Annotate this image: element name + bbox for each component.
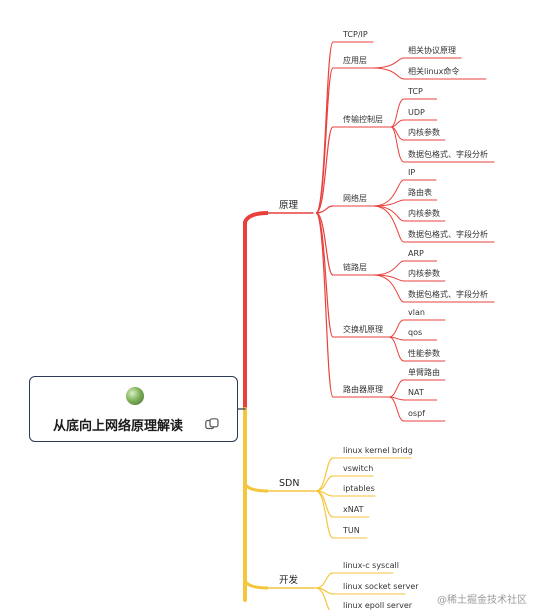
edge-leaf-yuanli-6-0 bbox=[388, 379, 405, 398]
node-yuanli-5[interactable]: 交换机原理 bbox=[343, 325, 383, 334]
connector-sdn bbox=[243, 482, 269, 493]
edge-leaf-yuanli-5-2 bbox=[388, 336, 405, 362]
edge-yuanli-3 bbox=[315, 205, 334, 214]
edge-yuanli-0 bbox=[315, 41, 334, 214]
node-sdn-0[interactable]: linux kernel bridg bbox=[343, 446, 413, 455]
edge-leaf-yuanli-2-0 bbox=[390, 98, 405, 128]
watermark: @稀土掘金技术社区 bbox=[437, 595, 527, 606]
leaf-yuanli-2-2[interactable]: 内核参数 bbox=[408, 128, 440, 137]
node-sdn-1[interactable]: vswitch bbox=[343, 464, 374, 473]
edge-sdn-3 bbox=[315, 490, 334, 518]
leaf-yuanli-1-0[interactable]: 相关协议原理 bbox=[408, 46, 456, 55]
edge-yuanli-2 bbox=[315, 126, 334, 214]
root-title: 从底向上网络原理解读 bbox=[53, 419, 184, 434]
branch-label-yuanli[interactable]: 原理 bbox=[279, 200, 299, 211]
edge-leaf-yuanli-3-0 bbox=[372, 179, 405, 207]
leaf-yuanli-2-1[interactable]: UDP bbox=[408, 108, 425, 117]
node-kaifa-1[interactable]: linux socket server bbox=[343, 582, 419, 591]
leaf-yuanli-2-0[interactable]: TCP bbox=[408, 87, 423, 96]
edge-leaf-yuanli-4-2 bbox=[372, 274, 405, 303]
leaf-yuanli-3-3[interactable]: 数据包格式、字段分析 bbox=[408, 230, 488, 239]
node-sdn-3[interactable]: xNAT bbox=[343, 505, 364, 514]
edge-leaf-yuanli-4-0 bbox=[372, 260, 405, 276]
leaf-yuanli-5-0[interactable]: vlan bbox=[408, 308, 425, 317]
edge-leaf-yuanli-5-0 bbox=[388, 319, 405, 338]
leaf-yuanli-6-0[interactable]: 单臂路由 bbox=[408, 368, 440, 377]
avatar bbox=[126, 387, 144, 405]
leaf-yuanli-5-2[interactable]: 性能参数 bbox=[408, 349, 440, 358]
branch-label-sdn[interactable]: SDN bbox=[279, 478, 300, 489]
branch-label-kaifa[interactable]: 开发 bbox=[279, 575, 299, 586]
leaf-yuanli-1-1[interactable]: 相关linux命令 bbox=[408, 67, 460, 76]
node-yuanli-1[interactable]: 应用层 bbox=[343, 56, 367, 65]
node-kaifa-0[interactable]: linux-c syscall bbox=[343, 561, 399, 570]
node-yuanli-2[interactable]: 传输控制层 bbox=[343, 115, 383, 124]
node-kaifa-2[interactable]: linux epoll server bbox=[343, 601, 413, 610]
leaf-yuanli-4-1[interactable]: 内核参数 bbox=[408, 269, 440, 278]
connector-principle bbox=[243, 211, 269, 224]
leaf-yuanli-2-3[interactable]: 数据包格式、字段分析 bbox=[408, 150, 488, 159]
leaf-yuanli-6-1[interactable]: NAT bbox=[408, 388, 424, 397]
leaf-yuanli-3-0[interactable]: IP bbox=[408, 168, 416, 177]
edge-leaf-yuanli-1-1 bbox=[372, 67, 405, 80]
edge-leaf-yuanli-1-0 bbox=[372, 57, 405, 69]
leaf-yuanli-5-1[interactable]: qos bbox=[408, 328, 423, 337]
root-node[interactable]: 从底向上网络原理解读 bbox=[29, 376, 238, 442]
leaf-yuanli-3-2[interactable]: 内核参数 bbox=[408, 209, 440, 218]
edge-leaf-yuanli-6-2 bbox=[388, 396, 405, 422]
connector-dev bbox=[243, 579, 269, 590]
edge-kaifa-2 bbox=[315, 587, 331, 610]
copy-icon[interactable] bbox=[205, 418, 219, 430]
edge-yuanli-1 bbox=[315, 67, 334, 214]
edge-leaf-yuanli-2-3 bbox=[390, 126, 405, 163]
edge-kaifa-0 bbox=[315, 572, 334, 589]
leaf-yuanli-6-2[interactable]: ospf bbox=[408, 409, 425, 418]
edge-sdn-0 bbox=[315, 457, 334, 492]
node-sdn-2[interactable]: iptables bbox=[343, 484, 375, 493]
node-yuanli-0[interactable]: TCP/IP bbox=[343, 30, 368, 39]
edge-sdn-4 bbox=[315, 490, 334, 539]
edge-leaf-yuanli-3-3 bbox=[372, 205, 405, 243]
leaf-yuanli-3-1[interactable]: 路由表 bbox=[408, 188, 432, 197]
node-sdn-4[interactable]: TUN bbox=[343, 526, 360, 535]
node-yuanli-6[interactable]: 路由器原理 bbox=[343, 385, 383, 394]
node-yuanli-4[interactable]: 链路层 bbox=[343, 263, 367, 272]
node-yuanli-3[interactable]: 网络层 bbox=[343, 194, 367, 203]
edge-yuanli-6 bbox=[315, 212, 334, 398]
leaf-yuanli-4-2[interactable]: 数据包格式、字段分析 bbox=[408, 290, 488, 299]
leaf-yuanli-4-0[interactable]: ARP bbox=[408, 249, 424, 258]
